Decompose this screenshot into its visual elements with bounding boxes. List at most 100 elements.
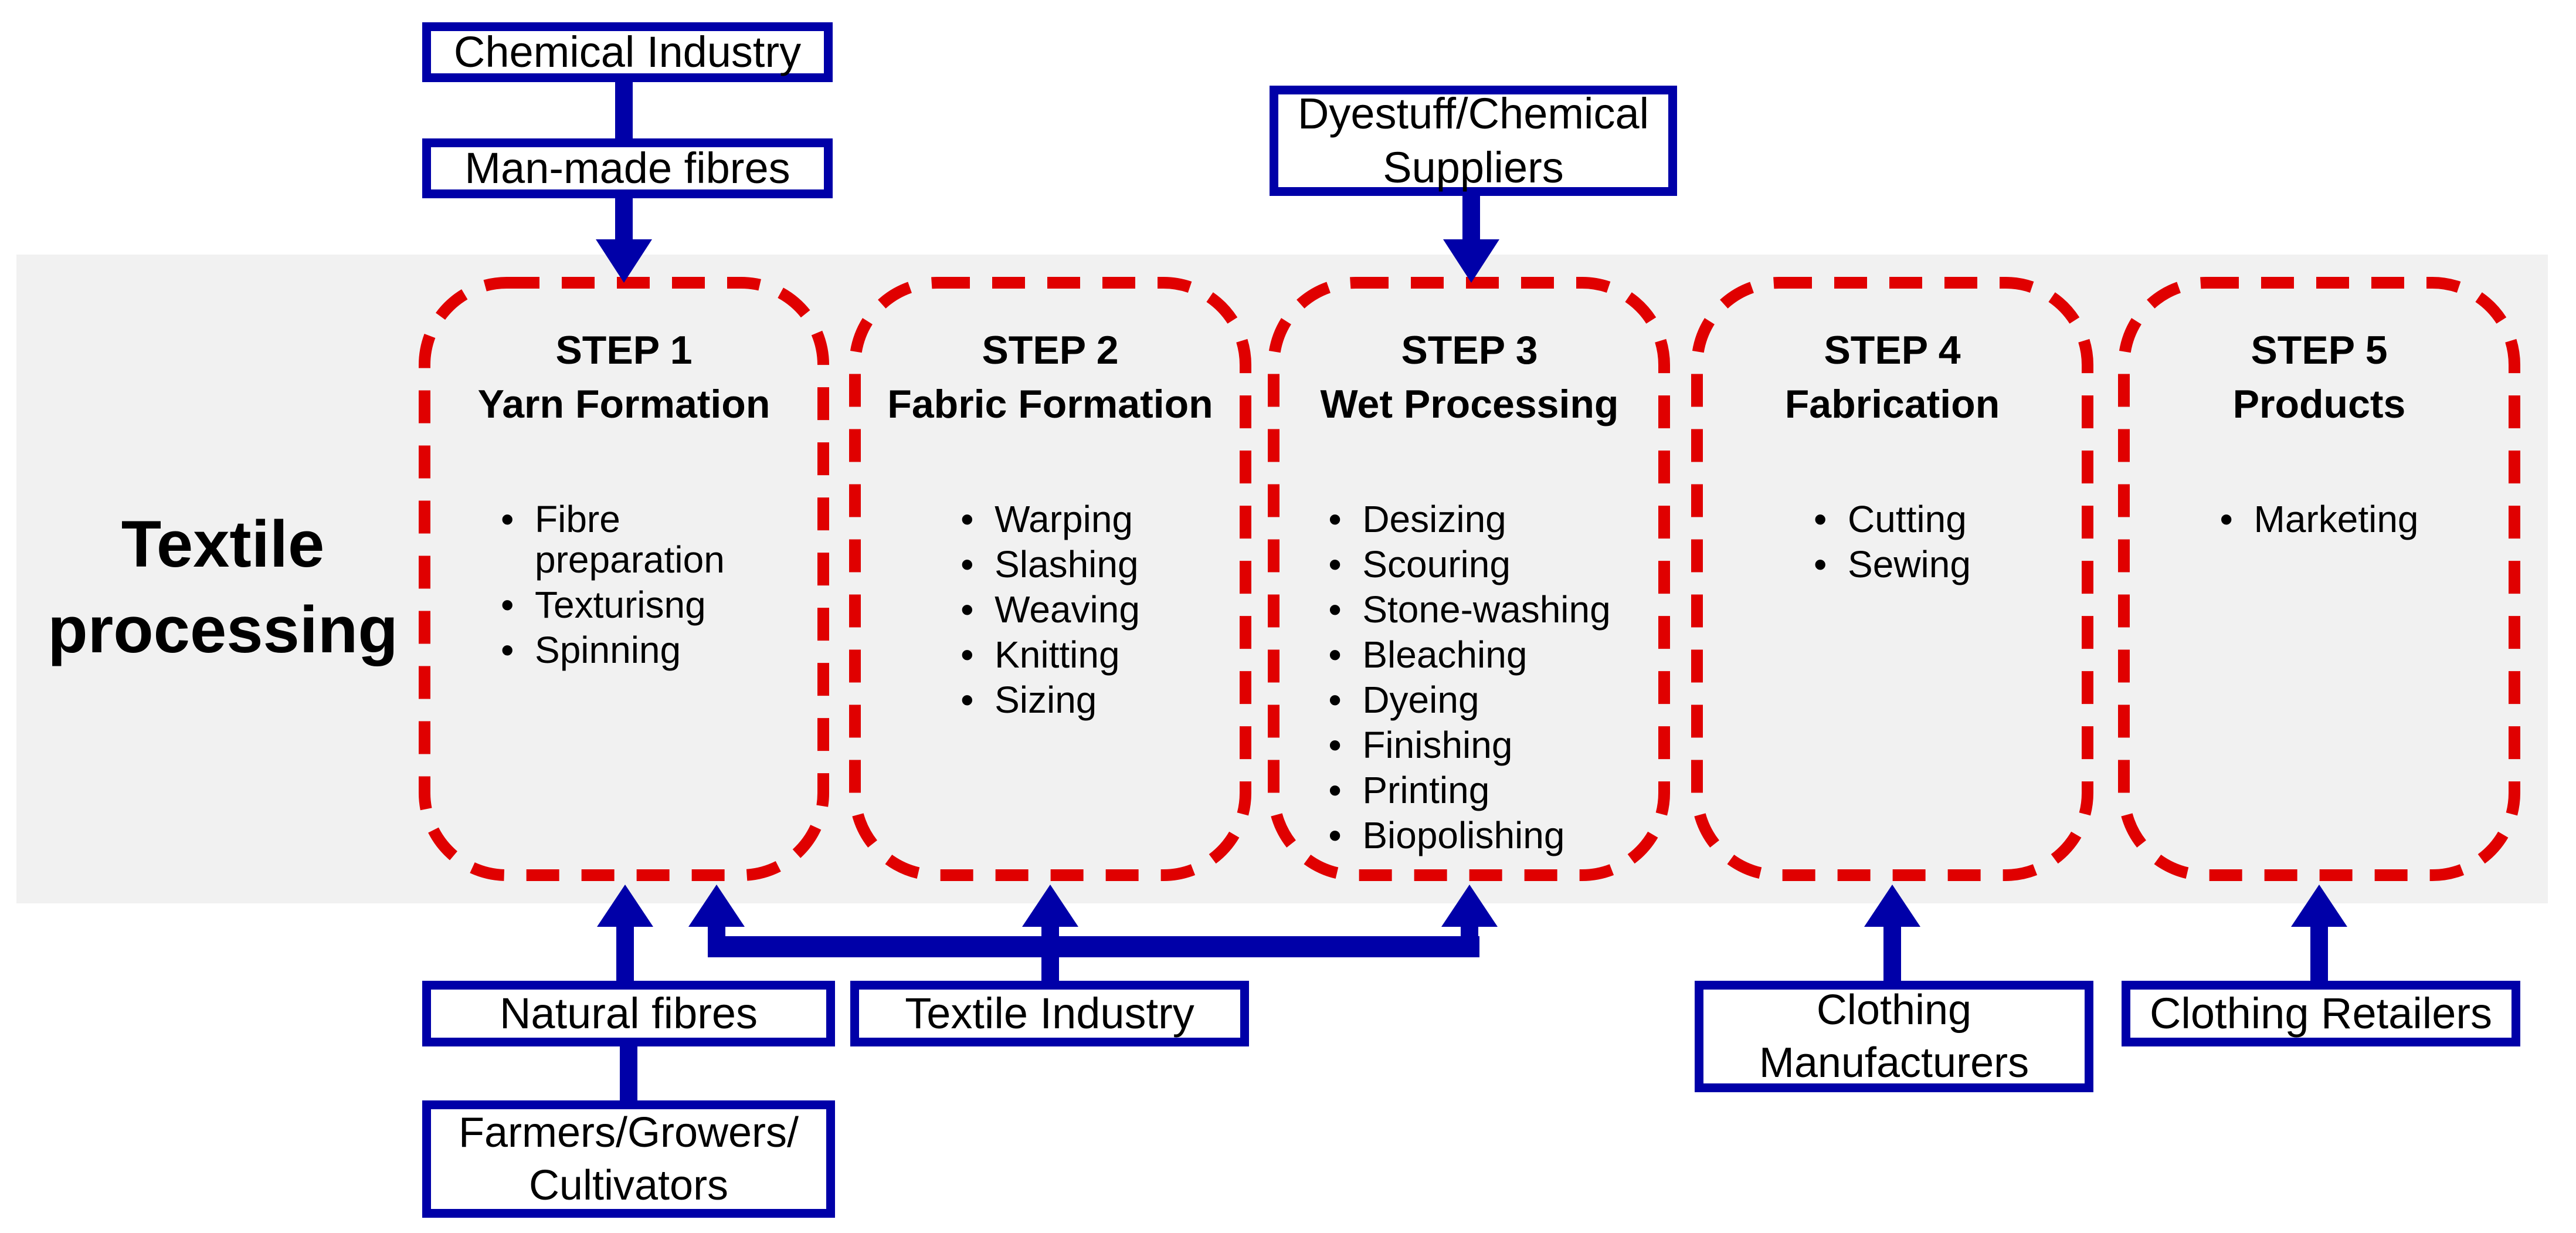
step-3-wet-processing: STEP 3 Wet Processing •Desizing •Scourin…	[1268, 277, 1671, 881]
step-3-name: Wet Processing	[1320, 381, 1619, 426]
textile-industry-horizontal-connector	[708, 936, 1479, 957]
farmers-label-line2: Cultivators	[528, 1162, 729, 1209]
bullet-icon: •	[1328, 769, 1342, 812]
step-1-number: STEP 1	[555, 328, 693, 372]
man-made-fibres-box: Man-made fibres	[422, 138, 833, 198]
dyestuff-label-line1: Dyestuff/Chemical	[1297, 89, 1650, 138]
step-1-name: Yarn Formation	[477, 381, 771, 426]
bullet-icon: •	[1814, 497, 1827, 540]
bullet-icon: •	[1328, 814, 1342, 857]
manmade-to-step1-arrow	[596, 197, 652, 283]
clothing-retailers-label: Clothing Retailers	[2149, 988, 2493, 1038]
step-4-fabrication: STEP 4 Fabrication •Cutting •Sewing	[1691, 277, 2093, 881]
chemical-industry-label: Chemical Industry	[453, 27, 802, 76]
step-5-dashed-border	[2118, 277, 2520, 881]
step-4-dashed-border	[1691, 277, 2093, 881]
farmers-label-line1: Farmers/Growers/	[458, 1109, 799, 1156]
step-2-title: STEP 2 Fabric Formation	[849, 324, 1251, 432]
list-item: •Warping	[961, 497, 1133, 540]
list-item: •Biopolishing	[1328, 814, 1565, 857]
step-1-items: •Fibre preparation •Texturisng •Spinning	[501, 499, 747, 670]
step-5-number: STEP 5	[2251, 328, 2388, 372]
retailers-to-step5-arrow	[2291, 885, 2347, 983]
connector-to-step3-arrow	[1441, 885, 1498, 957]
bullet-icon: •	[501, 583, 514, 626]
bullet-icon: •	[2219, 497, 2233, 540]
farmers-growers-cultivators-box: Farmers/Growers/ Cultivators	[422, 1100, 835, 1218]
step-2-items: •Warping •Slashing •Weaving •Knitting •S…	[961, 499, 1140, 721]
step-3-title: STEP 3 Wet Processing	[1268, 324, 1671, 432]
list-item: •Texturisng	[501, 583, 706, 626]
bullet-icon: •	[961, 679, 974, 721]
step-4-items: •Cutting •Sewing	[1814, 499, 1971, 585]
list-item: •Weaving	[961, 588, 1140, 631]
list-item: •Sewing	[1814, 543, 1971, 585]
bullet-icon: •	[1328, 588, 1342, 631]
step-4-title: STEP 4 Fabrication	[1691, 324, 2093, 432]
step-3-number: STEP 3	[1401, 328, 1538, 372]
step-2-dashed-border	[849, 277, 1251, 881]
man-made-fibres-label: Man-made fibres	[464, 143, 790, 192]
farmers-to-natural-connector	[620, 1046, 637, 1103]
list-item: •Finishing	[1328, 724, 1513, 767]
list-item: •Knitting	[961, 633, 1120, 676]
diagram-title-line1: Textile	[121, 507, 325, 581]
bullet-icon: •	[1328, 724, 1342, 767]
step-5-title: STEP 5 Products	[2118, 324, 2520, 432]
chemical-to-manmade-connector	[615, 81, 633, 140]
list-item: •Sizing	[961, 679, 1097, 721]
bullet-icon: •	[1328, 633, 1342, 676]
bullet-icon: •	[501, 628, 514, 671]
clothing-manufacturers-box: Clothing Manufacturers	[1695, 981, 2093, 1092]
list-item: •Slashing	[961, 543, 1139, 585]
list-item: •Desizing	[1328, 497, 1506, 540]
bullet-icon: •	[1328, 543, 1342, 585]
step-2-name: Fabric Formation	[887, 381, 1213, 426]
manufacturers-to-step4-arrow	[1864, 885, 1920, 983]
natural-fibres-label: Natural fibres	[499, 988, 758, 1038]
manufacturers-label-line2: Manufacturers	[1759, 1039, 2029, 1086]
list-item: •Marketing	[2219, 497, 2419, 540]
textile-processing-band	[16, 255, 2548, 903]
bullet-icon: •	[961, 588, 974, 631]
diagram-title: Textile processing	[23, 502, 422, 672]
dyestuff-label-line2: Suppliers	[1383, 143, 1564, 192]
bullet-icon: •	[1814, 543, 1827, 585]
list-item: •Spinning	[501, 628, 681, 671]
bullet-icon: •	[961, 497, 974, 540]
bullet-icon: •	[961, 633, 974, 676]
dyestuff-to-step3-arrow	[1443, 195, 1499, 283]
list-item: •Stone-washing	[1328, 588, 1611, 631]
step-1-title: STEP 1 Yarn Formation	[419, 324, 829, 432]
clothing-retailers-box: Clothing Retailers	[2122, 981, 2520, 1046]
chemical-industry-box: Chemical Industry	[422, 22, 833, 82]
natural-fibres-to-step1-arrow	[597, 885, 653, 983]
step-2-fabric-formation: STEP 2 Fabric Formation •Warping •Slashi…	[849, 277, 1251, 881]
step-4-name: Fabrication	[1784, 381, 2000, 426]
connector-to-step1-arrow	[688, 885, 745, 957]
step-5-products: STEP 5 Products •Marketing	[2118, 277, 2520, 881]
natural-fibres-box: Natural fibres	[422, 981, 835, 1046]
step-5-items: •Marketing	[2220, 499, 2419, 540]
textile-industry-box: Textile Industry	[850, 981, 1249, 1046]
bullet-icon: •	[1328, 497, 1342, 540]
list-item: •Scouring	[1328, 543, 1511, 585]
manufacturers-label-line1: Clothing	[1816, 987, 1972, 1034]
bullet-icon: •	[501, 497, 514, 540]
step-2-number: STEP 2	[982, 328, 1119, 372]
bullet-icon: •	[961, 543, 974, 585]
diagram-title-line2: processing	[47, 592, 398, 666]
step-3-dashed-border	[1268, 277, 1670, 881]
textile-industry-to-step2-arrow	[1022, 885, 1078, 983]
step-3-items: •Desizing •Scouring •Stone-washing •Blea…	[1328, 499, 1610, 856]
bullet-icon: •	[1328, 679, 1342, 721]
step-1-yarn-formation: STEP 1 Yarn Formation •Fibre preparation…	[419, 277, 829, 881]
step-5-name: Products	[2232, 381, 2406, 426]
list-item: •Fibre preparation	[501, 497, 725, 581]
list-item: •Dyeing	[1328, 679, 1479, 721]
dyestuff-chemical-suppliers-box: Dyestuff/Chemical Suppliers	[1270, 86, 1677, 196]
list-item: •Bleaching	[1328, 633, 1528, 676]
list-item: •Printing	[1328, 769, 1490, 812]
